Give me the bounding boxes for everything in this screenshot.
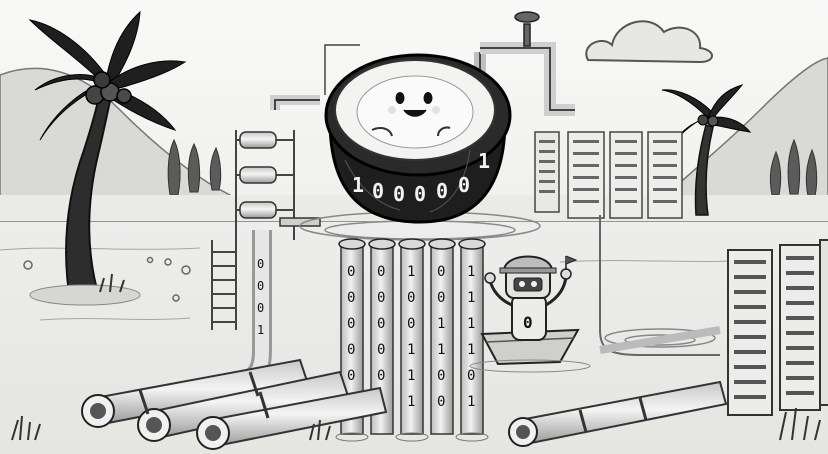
smile [403, 109, 427, 117]
pipe-digit: 0 [347, 342, 355, 358]
coconut [324, 53, 512, 224]
server-racks-foreground [727, 239, 828, 416]
pipe-digit: 0 [437, 290, 445, 306]
pipe-digit: 1 [407, 264, 415, 280]
left-pipe-digit: 0 [257, 301, 264, 315]
left-palm-tree [28, 10, 187, 306]
coconut-binary-digits: 1 0 0 0 0 0 1 [352, 149, 490, 206]
scaffold-pipes [239, 131, 277, 219]
pipe-digit: 0 [467, 368, 475, 384]
left-pipe-digit: 0 [257, 279, 264, 293]
cypress-trees [167, 138, 818, 197]
pipe-digit: 1 [467, 264, 475, 280]
grass-tufts [11, 273, 821, 441]
server-racks-background [534, 131, 683, 219]
robot-in-boat [469, 255, 591, 373]
coconut-digit: 1 [352, 173, 364, 197]
pipe-digit: 0 [347, 264, 355, 280]
left-pipe-digits: 0 0 0 1 [257, 257, 264, 337]
pipe-digit: 0 [377, 264, 385, 280]
coconut-digit: 0 [372, 179, 384, 203]
cloud [585, 20, 713, 64]
bottom-right-pipe [508, 380, 728, 447]
coconut-digit: 1 [478, 149, 490, 173]
thin-pipe [599, 215, 721, 356]
pipe-digit: 0 [347, 368, 355, 384]
pipe-digit: 1 [467, 290, 475, 306]
right-eye [423, 92, 433, 104]
pipe-digit: 0 [377, 316, 385, 332]
coconut-digit: 0 [393, 182, 405, 206]
pipe-digit: 0 [347, 290, 355, 306]
pipe-digit: 1 [437, 342, 445, 358]
valve-wheel [514, 11, 540, 47]
pipe-digit: 0 [407, 316, 415, 332]
left-pipe-digit: 1 [257, 323, 264, 337]
pipe-digit: 0 [347, 316, 355, 332]
pipe-digit: 1 [407, 394, 415, 410]
pipe-digit: 0 [407, 290, 415, 306]
pipe-digit: 0 [437, 368, 445, 384]
pipe-digit: 0 [377, 290, 385, 306]
right-hand [437, 126, 451, 137]
pipe-digit: 0 [377, 368, 385, 384]
coconut-digit: 0 [436, 179, 448, 203]
right-palm-tree [661, 84, 752, 216]
bottom-left-pipes [81, 358, 388, 450]
pipe-digit: 1 [407, 368, 415, 384]
left-eye [395, 92, 405, 104]
left-pipe-digit: 0 [257, 257, 264, 271]
pipe-digit: 1 [407, 342, 415, 358]
bubbles [23, 256, 191, 302]
pipe-digit: 1 [467, 316, 475, 332]
pipe-digit: 0 [377, 342, 385, 358]
left-hand [371, 127, 393, 137]
pipe-digit: 0 [437, 394, 445, 410]
robot-badge: 0 [523, 313, 533, 332]
coconut-digit: 0 [414, 182, 426, 206]
ladder [211, 240, 237, 330]
pipe-digit: 1 [437, 316, 445, 332]
binary-pipes [335, 238, 489, 442]
coconut-digit: 0 [458, 173, 470, 197]
pipe-digit: 1 [467, 394, 475, 410]
pipe-digit: 0 [437, 264, 445, 280]
pipe-digit: 1 [467, 342, 475, 358]
